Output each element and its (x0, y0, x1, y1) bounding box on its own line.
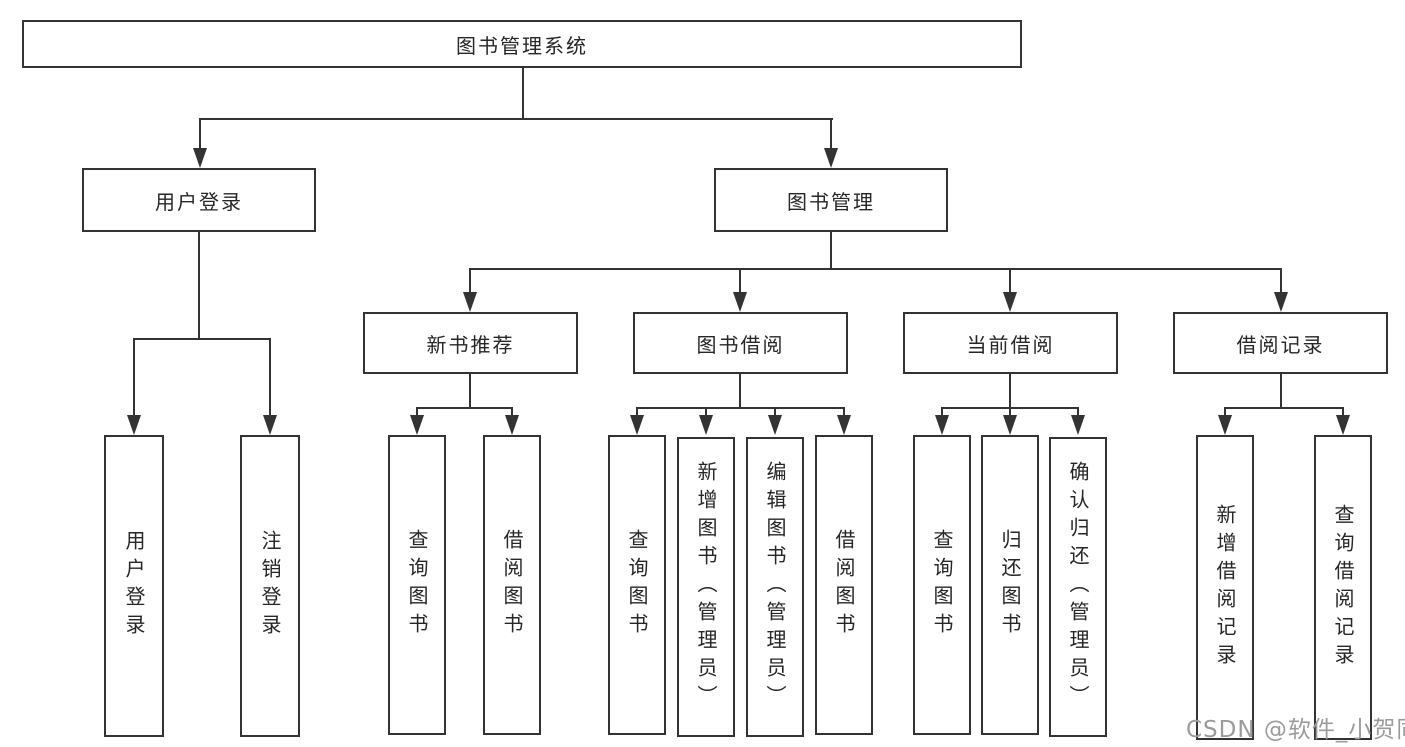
arrow-down-icon (1003, 292, 1017, 312)
node-user-login-label: 用户登录 (155, 189, 243, 214)
connector-drop (1280, 268, 1282, 294)
leaf-br-add-record-label: 新增借阅记录 (1213, 503, 1237, 672)
arrow-down-icon (935, 415, 949, 435)
connector-book-management-stem (830, 232, 832, 268)
node-new-book-recommend: 新书推荐 (363, 312, 578, 374)
leaf-br-add-record: 新增借阅记录 (1196, 435, 1254, 740)
leaf-cb-query-book-label: 查询图书 (930, 529, 954, 641)
arrow-down-icon (193, 148, 207, 168)
arrow-down-icon (127, 415, 141, 435)
connector-bar (1224, 407, 1344, 409)
node-borrow-record: 借阅记录 (1173, 312, 1388, 374)
leaf-nb-borrow-book-label: 借阅图书 (500, 529, 524, 641)
connector-drop (830, 118, 832, 150)
node-user-login: 用户登录 (82, 168, 316, 232)
connector-drop (1009, 407, 1011, 417)
arrow-down-icon (837, 415, 851, 435)
arrow-down-icon (1218, 415, 1232, 435)
leaf-logout-label: 注销登录 (258, 530, 282, 642)
leaf-br-query-record: 查询借阅记录 (1314, 435, 1372, 740)
leaf-bb-borrow-book: 借阅图书 (815, 435, 873, 735)
arrow-down-icon (699, 415, 713, 435)
leaf-br-query-record-label: 查询借阅记录 (1331, 503, 1355, 672)
connector-drop (269, 338, 271, 417)
connector-drop (416, 407, 418, 417)
connector-user-login-bar (133, 338, 271, 340)
node-borrow-record-label: 借阅记录 (1236, 332, 1325, 357)
connector-stem (739, 374, 741, 407)
leaf-bb-query-book: 查询图书 (608, 435, 666, 735)
leaf-cb-confirm-return-label: 确认归还（管理员） (1066, 461, 1090, 713)
connector-root-stem (522, 68, 524, 118)
leaf-nb-query-book-label: 查询图书 (405, 529, 429, 641)
connector-drop (636, 407, 638, 417)
leaf-bb-query-book-label: 查询图书 (625, 529, 649, 641)
leaf-bb-edit-book-label: 编辑图书（管理员） (763, 461, 787, 713)
watermark: CSDN @软件_小贺同学 (1186, 717, 1405, 743)
connector-stem (1280, 374, 1282, 407)
node-book-borrow: 图书借阅 (633, 312, 848, 374)
arrow-down-icon (1071, 415, 1085, 435)
node-book-management-label: 图书管理 (787, 189, 875, 214)
arrow-down-icon (824, 148, 838, 168)
connector-drop (843, 407, 845, 417)
arrow-down-icon (733, 292, 747, 312)
arrow-down-icon (505, 415, 519, 435)
node-book-management: 图书管理 (714, 168, 948, 232)
connector-drop (705, 407, 707, 417)
arrow-down-icon (1336, 415, 1350, 435)
connector-stem (1009, 374, 1011, 407)
leaf-logout: 注销登录 (240, 435, 300, 737)
connector-drop (199, 118, 201, 150)
arrow-down-icon (630, 415, 644, 435)
leaf-cb-return-book: 归还图书 (981, 435, 1039, 735)
leaf-user-login: 用户登录 (104, 435, 164, 737)
connector-user-login-stem (198, 232, 200, 338)
arrow-down-icon (463, 292, 477, 312)
node-root-label: 图书管理系统 (456, 33, 588, 58)
leaf-bb-add-book: 新增图书（管理员） (677, 437, 735, 737)
connector-drop (1224, 407, 1226, 417)
connector-drop (511, 407, 513, 417)
node-current-borrow-label: 当前借阅 (966, 332, 1055, 357)
connector-drop (941, 407, 943, 417)
connector-drop (739, 268, 741, 294)
leaf-bb-add-book-label: 新增图书（管理员） (694, 461, 718, 713)
connector-level2-bar (199, 118, 833, 120)
arrow-down-icon (1003, 415, 1017, 435)
connector-drop (774, 407, 776, 417)
leaf-cb-confirm-return: 确认归还（管理员） (1049, 437, 1107, 737)
leaf-cb-query-book: 查询图书 (913, 435, 971, 735)
arrow-down-icon (1274, 292, 1288, 312)
connector-drop (133, 338, 135, 417)
arrow-down-icon (410, 415, 424, 435)
arrow-down-icon (263, 415, 277, 435)
connector-stem (469, 374, 471, 407)
leaf-bb-borrow-book-label: 借阅图书 (832, 529, 856, 641)
connector-drop (469, 268, 471, 294)
leaf-nb-borrow-book: 借阅图书 (483, 435, 541, 735)
node-root: 图书管理系统 (22, 20, 1022, 68)
leaf-user-login-label: 用户登录 (122, 530, 146, 642)
connector-level3-bar (469, 268, 1282, 270)
leaf-bb-edit-book: 编辑图书（管理员） (746, 437, 804, 737)
connector-drop (1342, 407, 1344, 417)
connector-bar (636, 407, 845, 409)
node-new-book-recommend-label: 新书推荐 (426, 332, 515, 357)
connector-bar (416, 407, 513, 409)
leaf-nb-query-book: 查询图书 (388, 435, 446, 735)
node-book-borrow-label: 图书借阅 (696, 332, 785, 357)
connector-drop (1077, 407, 1079, 417)
leaf-cb-return-book-label: 归还图书 (998, 529, 1022, 641)
connector-drop (1009, 268, 1011, 294)
node-current-borrow: 当前借阅 (903, 312, 1118, 374)
arrow-down-icon (768, 415, 782, 435)
